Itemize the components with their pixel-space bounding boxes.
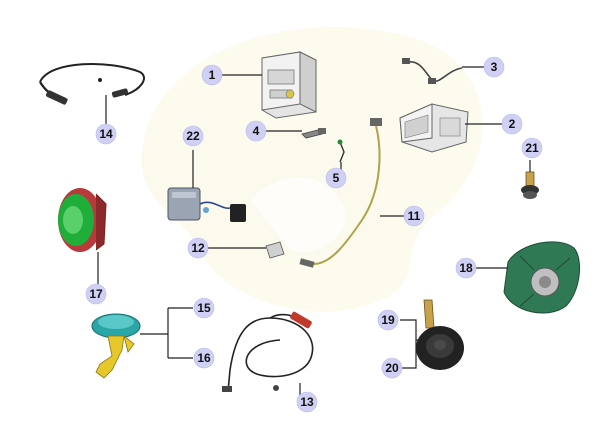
callout-1: 1	[201, 64, 223, 86]
svg-text:22: 22	[186, 129, 200, 143]
wiring-harness	[222, 311, 314, 393]
svg-text:1: 1	[209, 68, 216, 82]
svg-text:4: 4	[253, 124, 260, 138]
svg-text:17: 17	[89, 287, 103, 301]
callout-18: 18	[455, 257, 477, 279]
horn-disc	[416, 299, 464, 370]
callout-11: 11	[403, 205, 425, 227]
radio-head-unit	[261, 51, 317, 119]
callout-5: 5	[325, 167, 347, 189]
callout-19: 19	[377, 309, 399, 331]
svg-text:21: 21	[525, 141, 539, 155]
callout-20: 20	[381, 357, 403, 379]
relay-module	[167, 187, 246, 222]
callout-4: 4	[245, 120, 267, 142]
wiring-pigtail	[402, 58, 463, 84]
callout-13: 13	[296, 391, 318, 413]
speaker-green	[58, 188, 107, 252]
antenna-cable	[299, 118, 382, 268]
callout-16: 16	[193, 347, 215, 369]
callout-12: 12	[187, 237, 209, 259]
small-connector	[337, 139, 345, 163]
callout-14: 14	[95, 123, 117, 145]
svg-text:11: 11	[408, 209, 421, 223]
svg-text:16: 16	[197, 351, 211, 365]
speaker-rear	[503, 241, 580, 314]
svg-text:2: 2	[509, 117, 516, 131]
svg-text:12: 12	[191, 241, 205, 255]
svg-text:13: 13	[300, 395, 314, 409]
amplifier	[399, 103, 469, 153]
horn-assembly	[91, 313, 141, 379]
callout-21: 21	[521, 137, 543, 159]
cable-clip	[265, 241, 285, 259]
bracket-clip	[301, 128, 326, 139]
svg-text:18: 18	[459, 261, 473, 275]
svg-text:5: 5	[333, 171, 340, 185]
leader-lines	[97, 66, 531, 398]
callout-22: 22	[182, 125, 204, 147]
antenna-lead	[39, 63, 145, 105]
svg-text:3: 3	[491, 60, 498, 74]
callout-17: 17	[85, 283, 107, 305]
callout-3: 3	[483, 56, 505, 78]
bolt	[521, 171, 539, 199]
svg-text:14: 14	[99, 127, 113, 141]
svg-text:20: 20	[385, 361, 399, 375]
svg-text:19: 19	[381, 313, 395, 327]
svg-text:15: 15	[197, 301, 211, 315]
watermark	[141, 26, 483, 312]
callouts: 1 2 3 4 5 11 12 13 14 15 16 17 18 19 20 …	[85, 56, 543, 413]
callout-15: 15	[193, 297, 215, 319]
callout-2: 2	[501, 113, 523, 135]
